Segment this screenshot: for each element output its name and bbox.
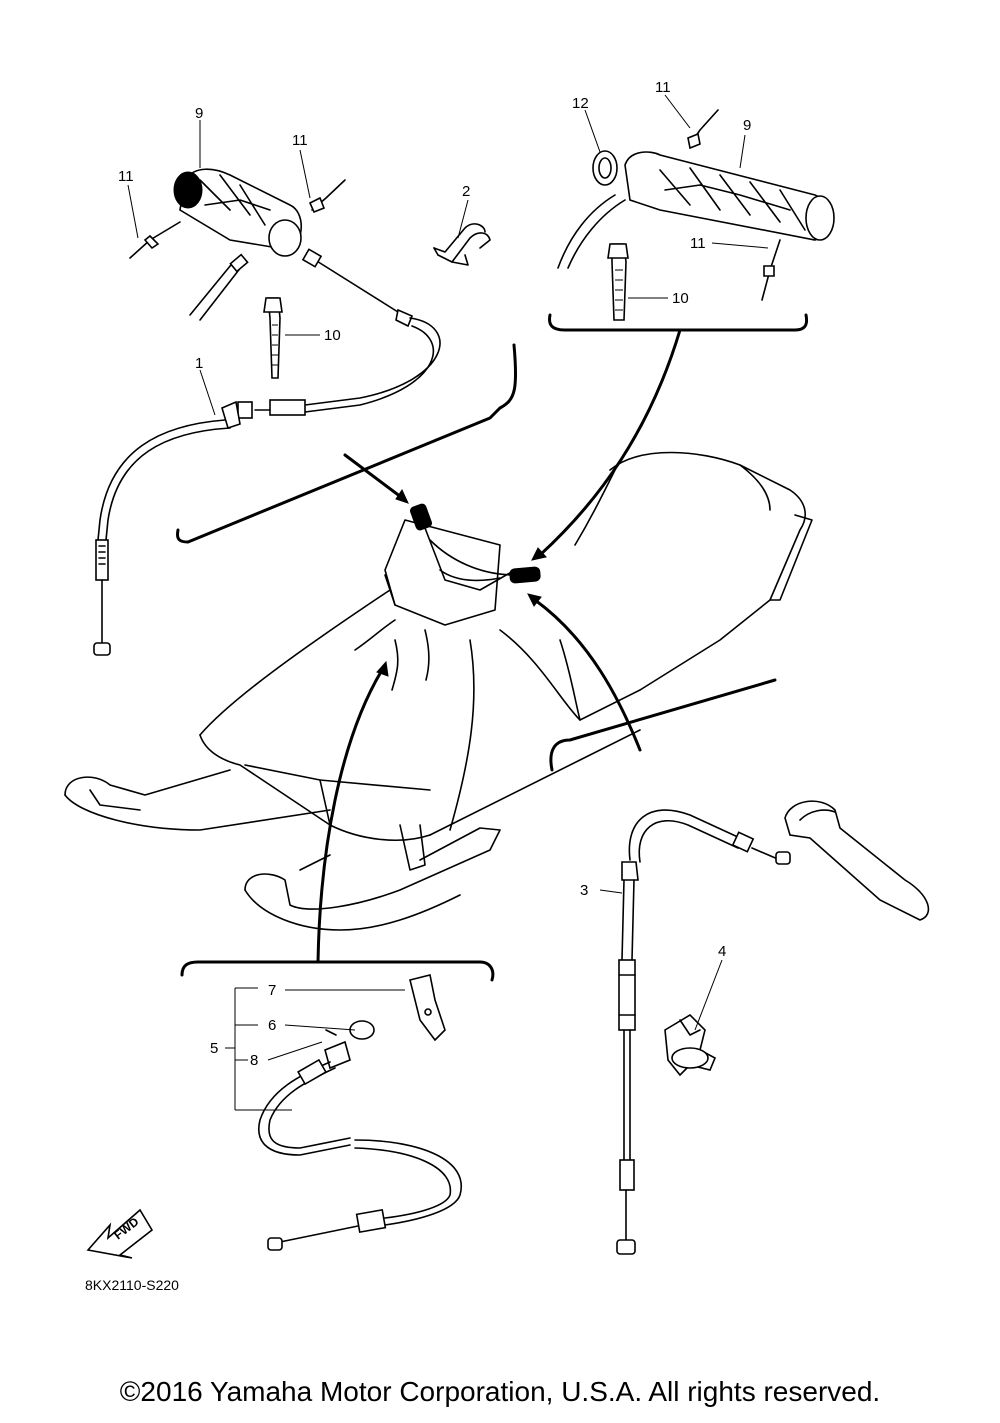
callout-1: 1 bbox=[195, 355, 203, 372]
part-4-clamp bbox=[664, 1013, 717, 1077]
part-2-hook bbox=[433, 223, 491, 266]
part-5-cable-assembly bbox=[225, 974, 463, 1251]
forward-direction-icon: FWD bbox=[86, 1208, 154, 1259]
callout-11-b: 11 bbox=[292, 132, 308, 149]
callout-9-left: 9 bbox=[195, 105, 203, 122]
callout-2: 2 bbox=[462, 183, 470, 200]
copyright-notice: ©2016 Yamaha Motor Corporation, U.S.A. A… bbox=[119, 1376, 881, 1407]
throttle-cable bbox=[93, 248, 441, 656]
callout-11-c: 11 bbox=[655, 79, 671, 96]
callout-11-a: 11 bbox=[118, 168, 134, 185]
left-grip-assembly bbox=[129, 168, 346, 321]
callout-12: 12 bbox=[572, 95, 589, 112]
callout-10-left: 10 bbox=[324, 327, 341, 344]
cable-tie-left bbox=[263, 297, 283, 379]
diagram-code: 8KX2110-S220 bbox=[85, 1277, 179, 1293]
callout-labels: 9 11 11 2 10 1 12 11 9 11 10 3 4 7 6 5 8 bbox=[118, 79, 751, 1069]
callout-4: 4 bbox=[718, 943, 726, 960]
callout-3: 3 bbox=[580, 882, 588, 899]
callout-5: 5 bbox=[210, 1040, 218, 1057]
section-brackets bbox=[176, 313, 809, 982]
callout-9-right: 9 bbox=[743, 117, 751, 134]
cable-tie-right bbox=[607, 243, 629, 321]
brake-lever bbox=[784, 800, 930, 921]
callout-8: 8 bbox=[250, 1052, 258, 1069]
callout-7: 7 bbox=[268, 982, 276, 999]
callout-11-d: 11 bbox=[690, 235, 706, 252]
brake-cable bbox=[616, 809, 791, 1255]
leader-lines bbox=[127, 94, 769, 1061]
snowmobile-illustration bbox=[64, 451, 813, 931]
callout-10-right: 10 bbox=[672, 290, 689, 307]
right-grip-assembly bbox=[557, 109, 835, 301]
callout-6: 6 bbox=[268, 1017, 276, 1034]
